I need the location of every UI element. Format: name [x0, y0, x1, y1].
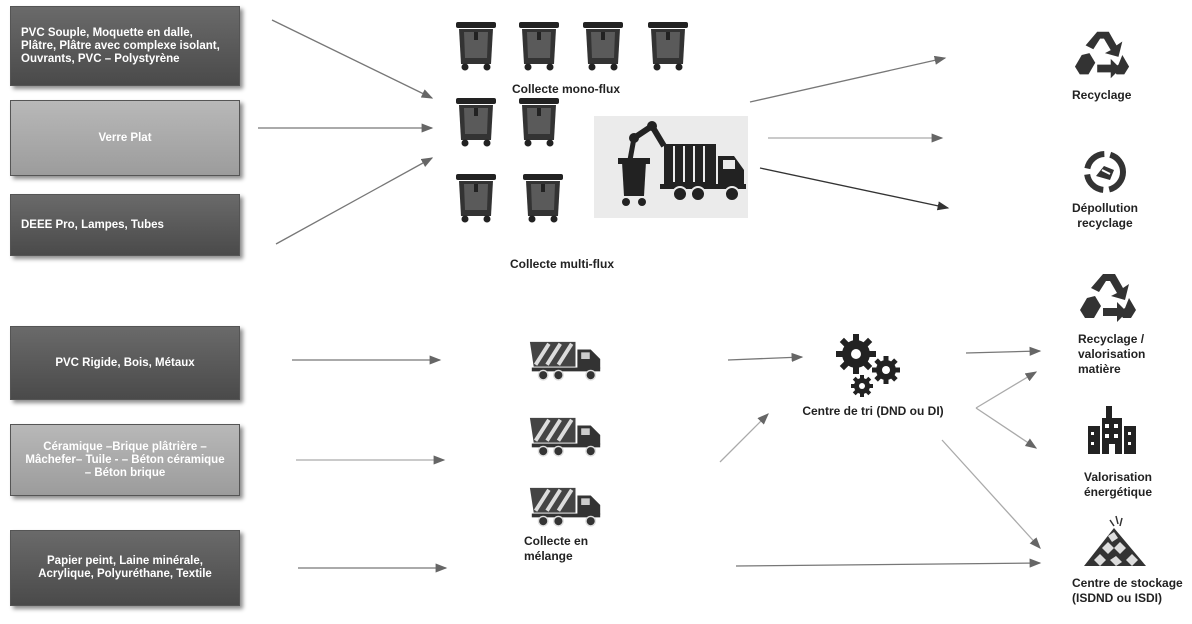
source-box-deee: DEEE Pro, Lampes, Tubes	[10, 194, 240, 256]
source-box-pvc-rigide: PVC Rigide, Bois, Métaux	[10, 326, 240, 400]
arrow-tri-to-recyclage-matiere	[965, 346, 1042, 356]
arrow-mono-to-recyclage	[749, 55, 947, 103]
arrow-trucks-to-tri-low	[719, 413, 769, 463]
waste-bin-icon	[646, 20, 690, 72]
factory-icon	[1088, 406, 1136, 454]
source-box-ceramique: Céramique –Brique plâtrière – Mâchefer– …	[10, 424, 240, 496]
outcome-stockage-label: Centre de stockage (ISDND ou ISDI)	[1072, 576, 1183, 605]
arrow-tri-to-stockage	[941, 439, 1041, 549]
recycle-icon	[1076, 268, 1142, 328]
waste-bin-icon	[454, 96, 498, 148]
dump-truck-icon	[528, 336, 604, 382]
arrow-tri-to-valorisation	[975, 407, 1038, 449]
collecte-melange-label: Collecte en mélange	[524, 534, 589, 563]
source-label: Papier peint, Laine minérale, Acrylique,…	[38, 555, 212, 580]
outcome-valorisation-label: Valorisation énergétique	[1083, 470, 1153, 499]
arrow-trucks-to-tri	[727, 352, 804, 362]
garbage-truck-icon	[594, 116, 748, 218]
collecte-multi-flux-label: Collecte multi-flux	[510, 257, 615, 271]
source-box-pvc-souple: PVC Souple, Moquette en dalle, Plâtre, P…	[10, 6, 240, 86]
source-box-verre-plat: Verre Plat	[10, 100, 240, 176]
arrow-melange-to-stockage	[735, 558, 1042, 568]
arrow-source3-to-bins	[275, 157, 434, 245]
outcome-recyclage-label: Recyclage	[1072, 88, 1132, 102]
outcome-depollution-label: Dépollution recyclage	[1072, 201, 1138, 230]
outcome-recyclage-matiere-label: Recyclage / valorisation matière	[1078, 332, 1146, 376]
source-label: PVC Rigide, Bois, Métaux	[55, 356, 195, 369]
waste-bin-icon	[454, 172, 498, 224]
arrow-truck-to-depollution-low	[759, 167, 950, 211]
waste-bin-icon	[454, 20, 498, 72]
waste-bin-icon	[521, 172, 565, 224]
waste-bin-icon	[517, 20, 561, 72]
collecte-mono-flux-label: Collecte mono-flux	[512, 82, 621, 96]
source-label: Céramique –Brique plâtrière – Mâchefer– …	[25, 440, 225, 479]
waste-bin-icon	[581, 20, 625, 72]
source-label: DEEE Pro, Lampes, Tubes	[21, 218, 164, 231]
source-label: PVC Souple, Moquette en dalle, Plâtre, P…	[21, 26, 220, 65]
recycle-icon	[1072, 26, 1134, 84]
centre-de-tri-label: Centre de tri (DND ou DI)	[802, 404, 944, 418]
arrow-source1-to-bins	[271, 19, 434, 99]
depollution-recycle-icon	[1084, 151, 1126, 193]
landfill-icon	[1084, 515, 1146, 566]
waste-bin-icon	[517, 96, 561, 148]
arrow-tri-to-valorisation-up	[975, 371, 1038, 409]
source-box-papier-peint: Papier peint, Laine minérale, Acrylique,…	[10, 530, 240, 606]
gears-icon	[836, 334, 900, 397]
dump-truck-icon	[528, 412, 604, 458]
source-label: Verre Plat	[98, 131, 152, 144]
dump-truck-icon	[528, 482, 604, 528]
